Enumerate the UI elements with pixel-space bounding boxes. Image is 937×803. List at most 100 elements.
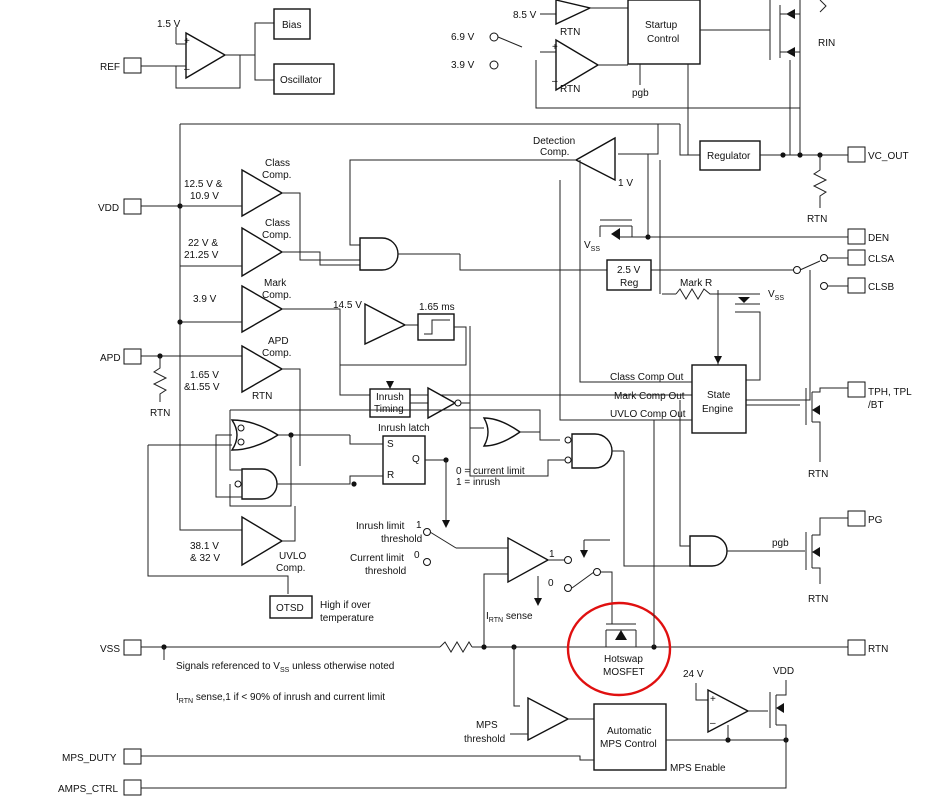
amp-out-zero: 0 bbox=[548, 578, 554, 589]
bias-block bbox=[273, 8, 311, 40]
reg-25v-block bbox=[606, 259, 652, 291]
mps-duty-label: MPS_DUTY bbox=[62, 753, 117, 764]
c1b-label: 10.9 V bbox=[190, 191, 219, 202]
pgb-label-top: pgb bbox=[632, 88, 649, 99]
one-label: 1 bbox=[416, 520, 422, 531]
bias-label: Bias bbox=[282, 20, 301, 31]
rin-label: RIN bbox=[818, 38, 835, 49]
class-comp-1 bbox=[241, 168, 284, 218]
rtn-label-top1: RTN bbox=[560, 27, 580, 38]
svg-text:–: – bbox=[552, 76, 558, 87]
ilt-1: Inrush limit bbox=[356, 521, 405, 532]
class1-label: Class bbox=[265, 158, 290, 169]
rtn-tph: RTN bbox=[808, 469, 828, 480]
class1-comp: Comp. bbox=[262, 170, 291, 181]
rtn-pin[interactable] bbox=[847, 639, 866, 656]
apd-comp bbox=[241, 344, 284, 394]
amps-ctrl-label: AMPS_CTRL bbox=[58, 784, 118, 795]
uvlo-out-label: UVLO Comp Out bbox=[610, 409, 686, 420]
rtn-apd: RTN bbox=[150, 408, 170, 419]
pg-and-gate bbox=[689, 535, 728, 567]
vc-out-label: VC_OUT bbox=[868, 151, 909, 162]
timer-label: 1.65 ms bbox=[419, 302, 455, 313]
vdd-amp bbox=[707, 688, 750, 734]
detection-comp bbox=[574, 136, 616, 182]
rtn-label-top2: RTN bbox=[560, 84, 580, 95]
or-gate-1 bbox=[230, 419, 280, 451]
detection-section: Detection Comp. 1 V Regulator RTN VC_OUT… bbox=[179, 123, 909, 531]
tph-label: TPH, TPL bbox=[868, 387, 912, 398]
clsb-pin[interactable] bbox=[847, 277, 866, 294]
reg-label-2: Reg bbox=[620, 278, 638, 289]
tph-label-2: /BT bbox=[868, 400, 884, 411]
vss-label: VSS bbox=[100, 644, 120, 655]
v1-label: 1 V bbox=[618, 178, 633, 189]
svg-text:+: + bbox=[184, 36, 190, 47]
hotswap-label-2: MOSFET bbox=[603, 667, 645, 678]
inrush-latch bbox=[382, 435, 426, 485]
ref-section: REF +– 1.5 V Bias Oscillator bbox=[100, 8, 335, 95]
latch-r: R bbox=[387, 470, 394, 481]
v15-label: 1.5 V bbox=[157, 19, 181, 30]
oscillator-label: Oscillator bbox=[280, 75, 322, 86]
hotswap-highlight-circle bbox=[566, 601, 672, 697]
svg-text:+: + bbox=[710, 694, 716, 705]
zero-label: 0 bbox=[414, 550, 420, 561]
vss-pin[interactable] bbox=[123, 639, 142, 656]
svg-text:–: – bbox=[710, 718, 716, 729]
state-label-1: State bbox=[707, 390, 731, 401]
uvlo-label: UVLO bbox=[279, 551, 306, 562]
current-limit-amp bbox=[507, 536, 550, 584]
pg-label: PG bbox=[868, 515, 883, 526]
irtn-sense-label: IRTN sense bbox=[486, 611, 533, 624]
hotswap-section: VSS Hotswap MOSFET RTN Signals reference… bbox=[100, 420, 888, 705]
mps-label-b: threshold bbox=[464, 734, 505, 745]
vdd-right-label: VDD bbox=[773, 666, 794, 677]
pg-pin[interactable] bbox=[847, 510, 866, 527]
vdd-pin[interactable] bbox=[123, 198, 142, 215]
vc-out-pin[interactable] bbox=[847, 146, 866, 163]
state-engine-section: State Engine Class Comp Out Mark Comp Ou… bbox=[559, 160, 912, 480]
uvlo-comp bbox=[241, 515, 284, 567]
startup-label-1: Startup bbox=[645, 20, 678, 31]
amps-ctrl-pin[interactable] bbox=[123, 779, 142, 796]
vss-mark: VSS bbox=[768, 289, 784, 302]
mps-label-a: MPS bbox=[476, 720, 498, 731]
amp-out-one: 1 bbox=[549, 549, 555, 560]
mark-out-label: Mark Comp Out bbox=[614, 391, 685, 402]
clt-2: threshold bbox=[365, 566, 406, 577]
v145-label: 14.5 V bbox=[333, 300, 362, 311]
ref-pin[interactable] bbox=[123, 57, 142, 74]
pg-section: pgb RTN PG bbox=[679, 400, 883, 605]
mark-label: Mark bbox=[264, 278, 287, 289]
uvlo-section: 38.1 V & 32 V UVLO Comp. OTSD High if ov… bbox=[147, 444, 374, 624]
note-2: IRTN sense,1 if < 90% of inrush and curr… bbox=[176, 692, 385, 705]
otsd-block bbox=[269, 595, 313, 619]
mps-duty-pin[interactable] bbox=[123, 748, 142, 765]
current-limit-section: Inrush limit threshold 1 Current limit t… bbox=[350, 520, 613, 646]
otsd-label: OTSD bbox=[276, 603, 304, 614]
clsa-pin[interactable] bbox=[847, 249, 866, 266]
apd-a-label: 1.65 V bbox=[190, 370, 219, 381]
vss-den: VSS bbox=[584, 240, 600, 253]
tph-pin[interactable] bbox=[847, 381, 866, 398]
inrush-label-1: Inrush bbox=[376, 392, 404, 403]
state-engine-block bbox=[691, 364, 747, 434]
inrush-latch-label: Inrush latch bbox=[378, 423, 430, 434]
c2b-label: 21.25 V bbox=[184, 250, 219, 261]
apd-pin[interactable] bbox=[123, 348, 142, 365]
apd-comp-label-2: Comp. bbox=[262, 348, 291, 359]
uvlo-b-label: & 32 V bbox=[190, 553, 220, 564]
clsb-label: CLSB bbox=[868, 282, 894, 293]
latch-s: S bbox=[387, 439, 394, 450]
rtn-pg: RTN bbox=[808, 594, 828, 605]
v85-label: 8.5 V bbox=[513, 10, 537, 21]
den-pin[interactable] bbox=[847, 228, 866, 245]
startup-section: 8.5 V RTN 6.9 V 3.9 V +– RTN Startup Con… bbox=[451, 0, 835, 156]
latch-q: Q bbox=[412, 454, 420, 465]
cur-limit-label: 0 = current limit bbox=[456, 466, 525, 477]
mps-control-block bbox=[593, 703, 667, 771]
mps-control-label-2: MPS Control bbox=[600, 739, 657, 750]
ilt-2: threshold bbox=[381, 534, 422, 545]
